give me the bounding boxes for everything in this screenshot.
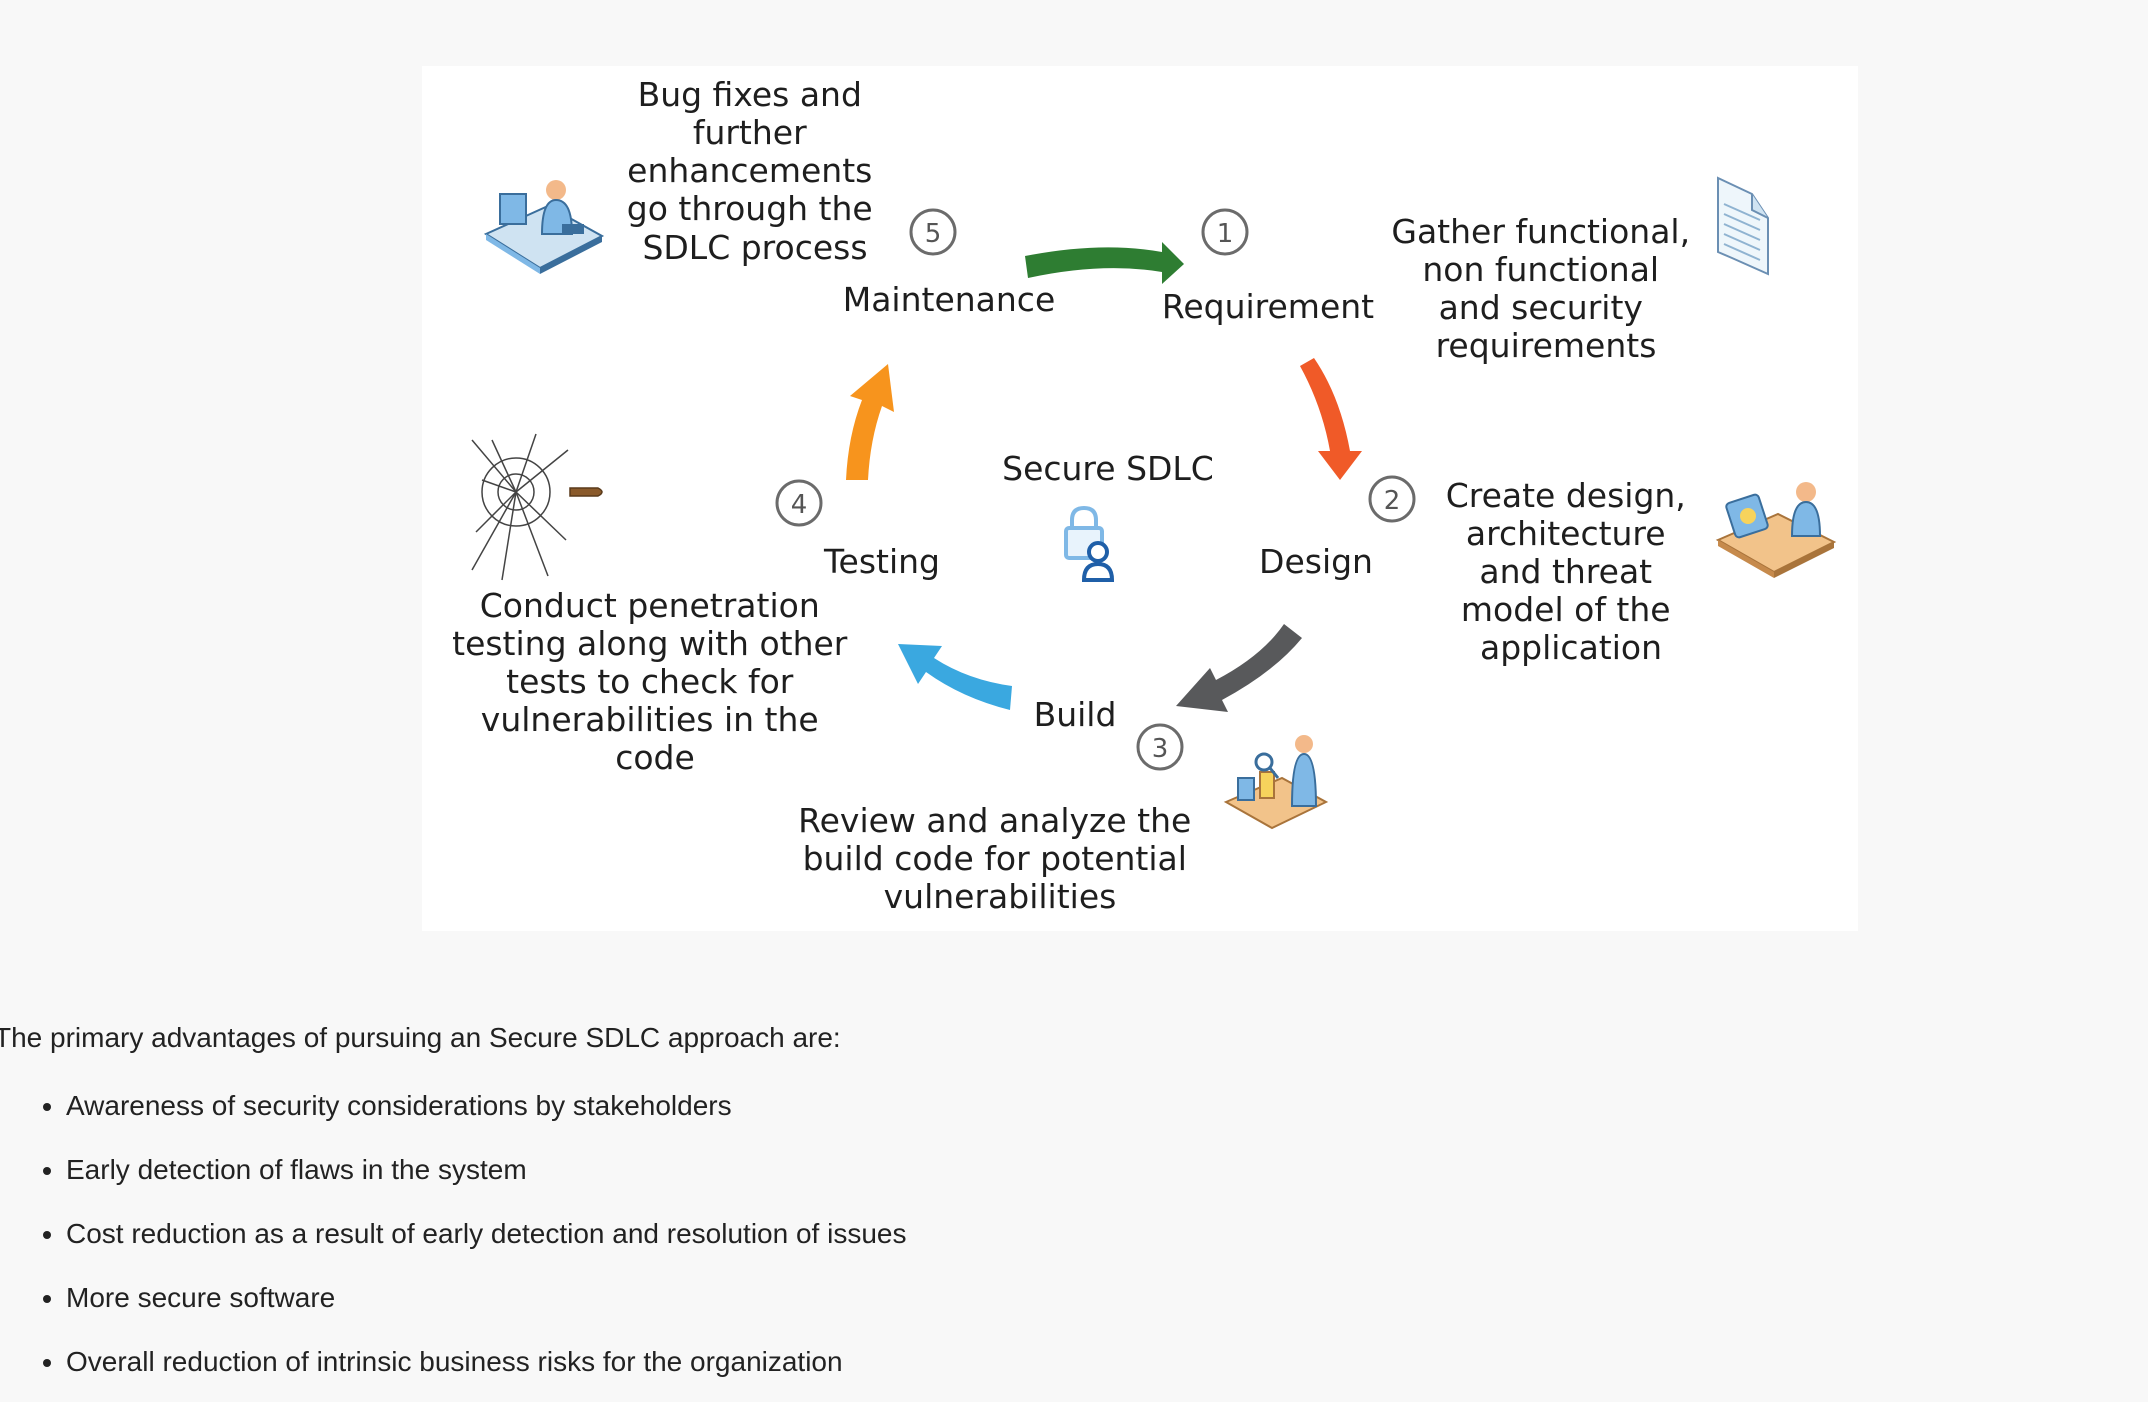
list-item: Cost reduction as a result of early dete… <box>66 1210 906 1274</box>
stage-label-testing: Testing <box>823 542 940 581</box>
stage-label-design: Design <box>1259 542 1373 581</box>
arrow-testing-to-maintenance <box>846 364 894 480</box>
designer-at-desk-icon <box>1715 482 1837 578</box>
advantages-intro: The primary advantages of pursuing an Se… <box>0 1022 841 1053</box>
description-testing: Conduct penetration testing along with o… <box>452 586 858 777</box>
list-item: Early detection of flaws in the system <box>66 1146 906 1210</box>
stage-number-5: 5 <box>909 208 957 256</box>
stage-label-requirement: Requirement <box>1162 287 1374 326</box>
list-item: Awareness of security considerations by … <box>66 1082 906 1146</box>
svg-text:5: 5 <box>925 219 942 249</box>
svg-text:2: 2 <box>1384 486 1401 516</box>
center-label: Secure SDLC <box>1002 449 1214 488</box>
stage-number-1: 1 <box>1201 208 1249 256</box>
svg-text:4: 4 <box>791 490 808 520</box>
list-item: Overall reduction of intrinsic business … <box>66 1338 906 1402</box>
arrow-design-to-build <box>1176 624 1302 712</box>
arrow-maintenance-to-requirement <box>1025 242 1184 284</box>
svg-text:1: 1 <box>1217 219 1234 249</box>
description-requirement: Gather functional, non functional and se… <box>1391 212 1700 365</box>
description-build: Review and analyze the build code for po… <box>798 801 1202 916</box>
stage-number-3: 3 <box>1136 723 1184 771</box>
person-at-computer-icon <box>483 180 605 274</box>
advantages-list: Awareness of security considerations by … <box>0 1082 906 1402</box>
lock-user-icon <box>1064 505 1115 582</box>
stage-number-4: 4 <box>775 479 823 527</box>
shattered-glass-bullet-icon <box>471 433 603 581</box>
arrow-build-to-testing <box>898 644 1012 710</box>
document-icon <box>1717 176 1769 276</box>
description-maintenance: Bug fixes and further enhancements go th… <box>627 75 883 267</box>
stage-number-2: 2 <box>1368 475 1416 523</box>
builder-inspecting-icon <box>1223 735 1329 830</box>
description-design: Create design, architecture and threat m… <box>1446 476 1697 667</box>
svg-text:3: 3 <box>1152 734 1169 764</box>
sdlc-cycle-svg: 1 2 3 4 5 Requirement Design Build Testi… <box>452 75 1837 916</box>
secure-sdlc-diagram: 1 2 3 4 5 Requirement Design Build Testi… <box>422 66 1858 931</box>
stage-label-maintenance: Maintenance <box>843 280 1056 319</box>
arrow-requirement-to-design <box>1300 358 1362 480</box>
stage-label-build: Build <box>1034 695 1117 734</box>
list-item: More secure software <box>66 1274 906 1338</box>
